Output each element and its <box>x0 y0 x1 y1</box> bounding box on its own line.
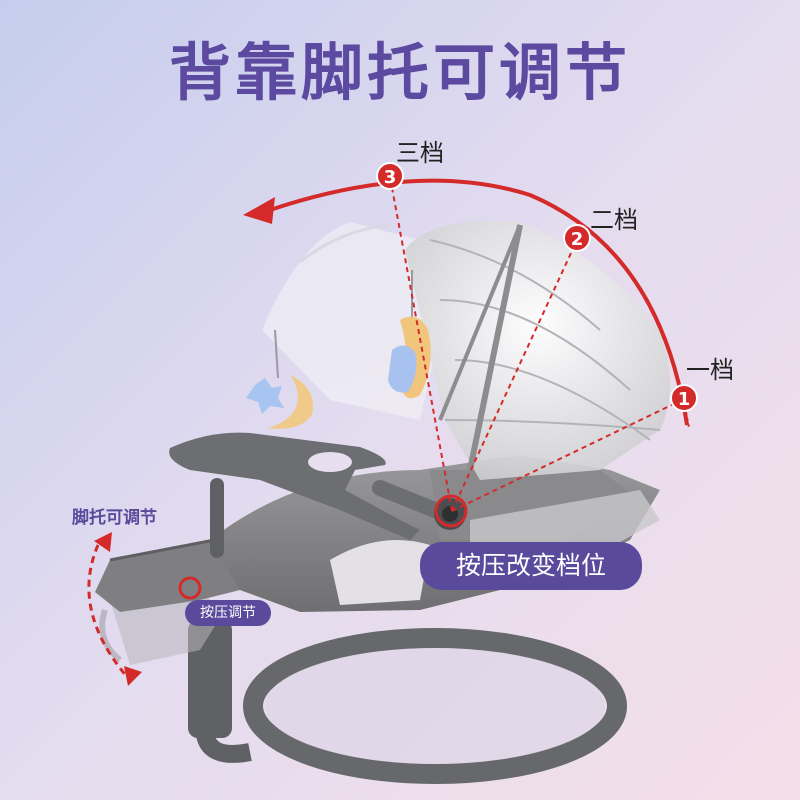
gear-number-1: 1 <box>678 389 691 410</box>
gear-number-2: 2 <box>571 229 584 250</box>
press-adjust-badge: 按压调节 <box>185 600 271 626</box>
page-title: 背靠脚托可调节 <box>168 36 631 109</box>
gear-label-3: 三档 <box>396 139 444 167</box>
footrest-arc-arrow <box>87 532 142 686</box>
gear-label-2: 二档 <box>590 206 638 234</box>
gear-badge-3 <box>376 162 404 190</box>
press-change-gear-badge: 按压改变档位 <box>420 542 642 590</box>
press-highlight-rings <box>178 494 468 600</box>
base-ring <box>188 620 627 784</box>
gear-badge-1 <box>670 384 698 412</box>
gear-badge-2 <box>563 224 591 252</box>
recline-arc-arrow <box>243 178 690 429</box>
tray-armrest <box>169 432 466 558</box>
footrest-label: 脚托可调节 <box>72 508 157 528</box>
gear-dashed-lines <box>389 176 685 512</box>
canopy <box>405 220 670 481</box>
hanging-toys <box>246 270 431 429</box>
gear-number-3: 3 <box>384 167 397 188</box>
gear-label-1: 一档 <box>686 356 734 384</box>
